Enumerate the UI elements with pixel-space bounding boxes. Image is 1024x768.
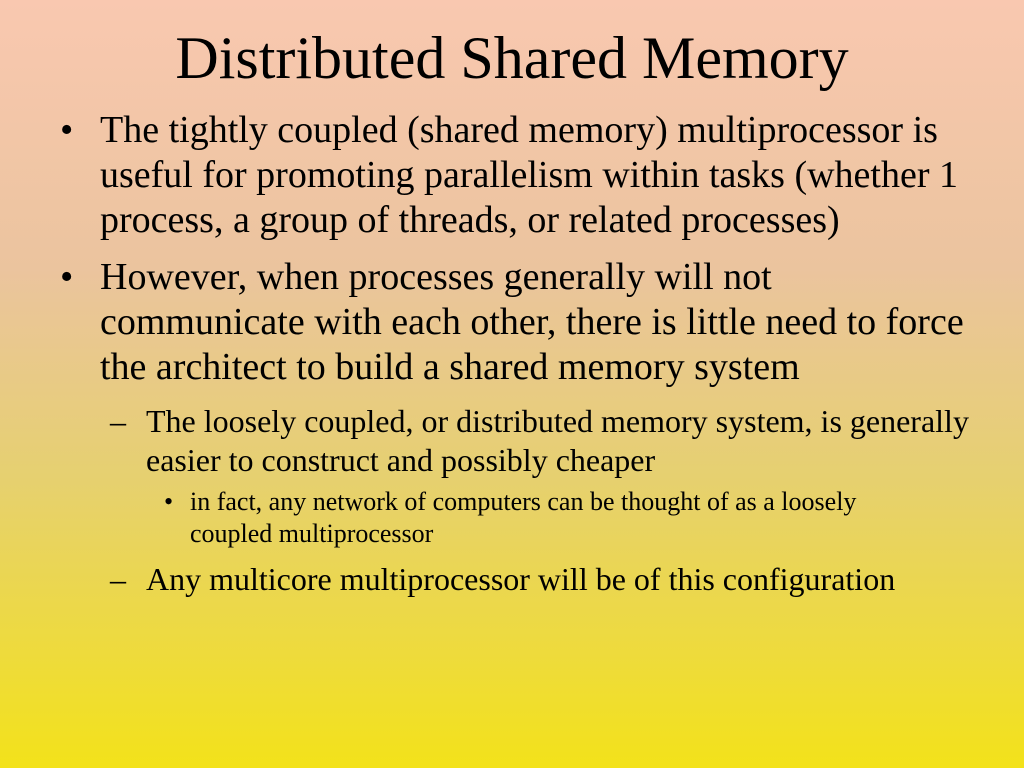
bullet-marker: • <box>60 109 74 151</box>
sub-sub-bullet-text: in fact, any network of computers can be… <box>190 487 857 548</box>
bullet-list: • The tightly coupled (shared memory) mu… <box>0 108 1024 605</box>
sub-bullet-item: – Any multicore multiprocessor will be o… <box>0 560 1024 599</box>
slide-title: Distributed Shared Memory <box>175 25 849 91</box>
bullet-text: However, when processes generally will n… <box>100 256 964 388</box>
bullet-item: • The tightly coupled (shared memory) mu… <box>0 108 1024 243</box>
sub-sub-bullet-item: • in fact, any network of computers can … <box>0 486 1024 550</box>
dash-marker: – <box>110 561 126 597</box>
sub-bullet-text: Any multicore multiprocessor will be of … <box>146 561 896 597</box>
bullet-text: The tightly coupled (shared memory) mult… <box>100 109 958 241</box>
sub-bullet-text: The loosely coupled, or distributed memo… <box>146 403 969 478</box>
dash-marker: – <box>110 403 126 439</box>
bullet-marker: • <box>60 256 74 298</box>
bullet-item: • However, when processes generally will… <box>0 255 1024 390</box>
bullet-marker: • <box>164 487 174 516</box>
sub-bullet-item: – The loosely coupled, or distributed me… <box>0 402 1024 480</box>
